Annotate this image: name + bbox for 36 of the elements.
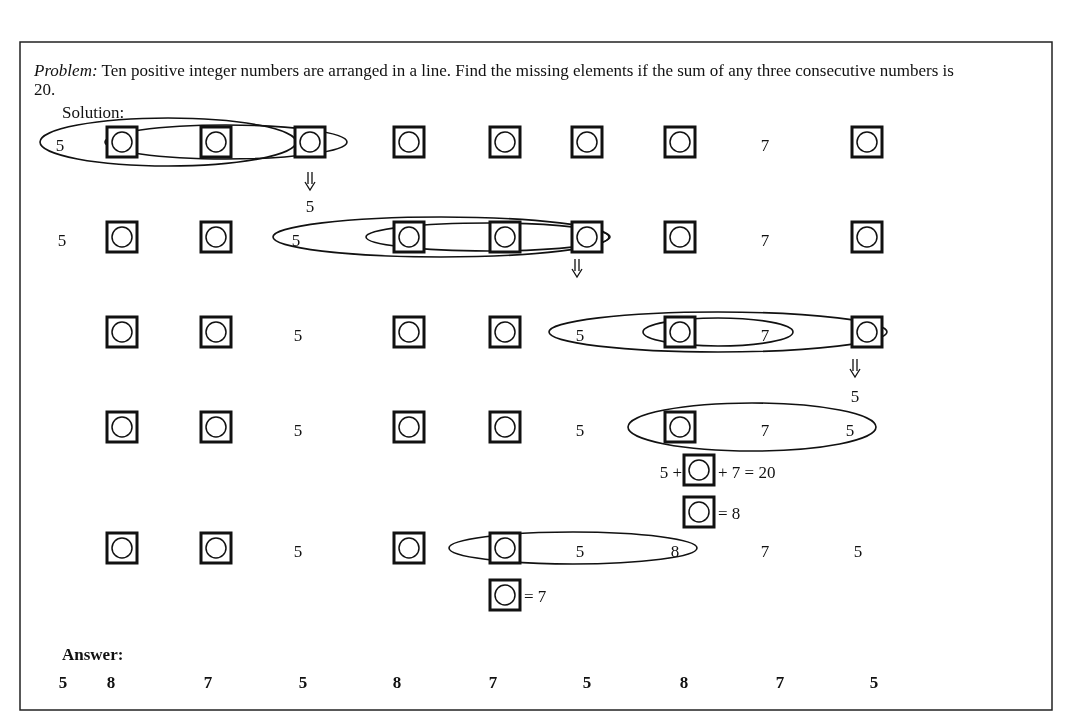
number: 5	[575, 421, 585, 441]
number: 8	[670, 542, 680, 562]
answer-heading: Answer:	[62, 645, 124, 665]
equation-result: = 8	[718, 504, 741, 524]
equation-result: = 7	[524, 587, 547, 607]
answer-number: 7	[775, 673, 785, 693]
number: 7	[760, 136, 770, 156]
number: 5	[850, 387, 860, 407]
number: 7	[760, 542, 770, 562]
number: 5	[293, 326, 303, 346]
number: 5	[293, 542, 303, 562]
section-heading: Solution:	[62, 103, 125, 123]
answer-number: 8	[679, 673, 689, 693]
answer-number: 7	[488, 673, 498, 693]
number: 5	[575, 326, 585, 346]
answer-number: 5	[582, 673, 592, 693]
answer-number: 7	[203, 673, 213, 693]
number: 5	[575, 542, 585, 562]
answer-number: 8	[392, 673, 402, 693]
number: 5	[853, 542, 863, 562]
equation-term: 5 +	[659, 463, 682, 483]
answer-number: 5	[58, 673, 68, 693]
answer-number: 5	[869, 673, 879, 693]
number: 7	[760, 231, 770, 251]
number: 5	[845, 421, 855, 441]
number: 7	[760, 421, 770, 441]
number: 7	[760, 326, 770, 346]
number: 5	[293, 421, 303, 441]
problem-statement: Problem: Ten positive integer numbers are arranged in a line. Find the missing elements if the sum of any three consecutive numbers is 20.	[34, 62, 955, 100]
number: 5	[57, 231, 67, 251]
answer-number: 8	[106, 673, 116, 693]
number: 5	[305, 197, 315, 217]
number: 5	[55, 136, 65, 156]
number: 5	[291, 231, 301, 251]
equation-term: + 7 = 20	[718, 463, 776, 483]
answer-number: 5	[298, 673, 308, 693]
